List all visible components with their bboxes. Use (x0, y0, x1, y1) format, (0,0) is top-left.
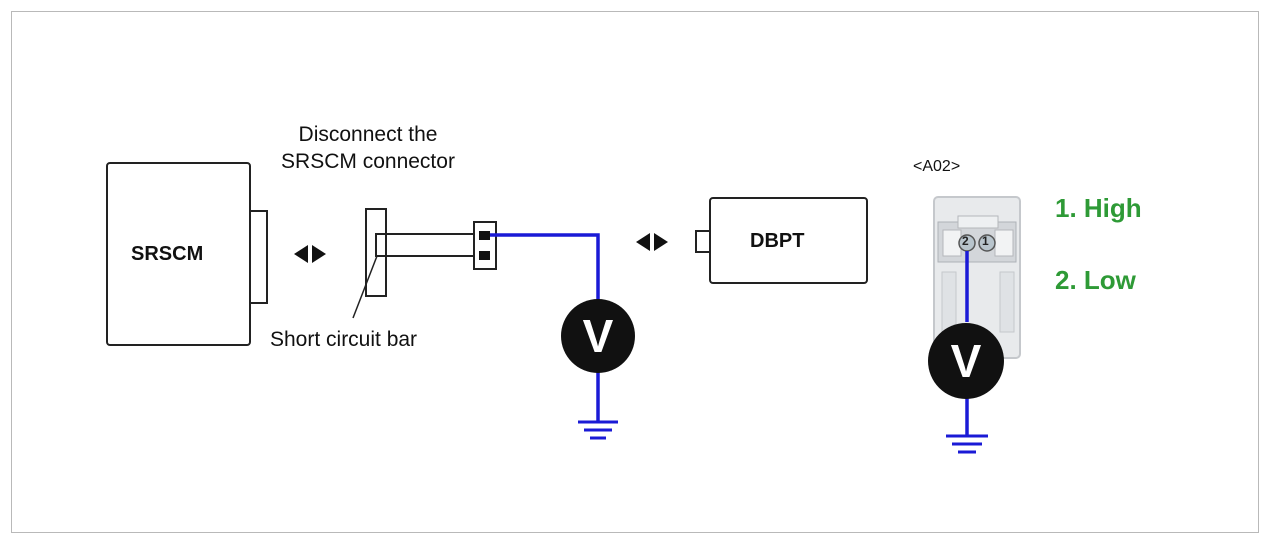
legend-low: 2. Low (1055, 265, 1136, 295)
voltmeter-symbol-right: V (950, 335, 982, 387)
voltmeter-icon-right (928, 323, 1004, 399)
disconnect-note-line1: Disconnect the (298, 123, 438, 146)
pin-1-label: 1 (982, 234, 989, 248)
short-circuit-bar-note: Short circuit bar (270, 328, 418, 351)
test-pin-low (479, 251, 490, 260)
dbpt-label: DBPT (750, 230, 805, 252)
pin-2-label: 2 (962, 234, 969, 248)
voltmeter-icon (561, 299, 635, 373)
ground-icon-right (946, 434, 988, 454)
test-pin-high (479, 231, 490, 240)
ground-icon (578, 420, 618, 440)
test-connector-end (473, 221, 497, 270)
short-circuit-bar (375, 233, 387, 257)
diagram-frame (11, 11, 1259, 533)
disconnect-arrow-icon (294, 245, 326, 263)
short-bar-leader-line (352, 255, 378, 319)
voltmeter-symbol: V (582, 310, 614, 362)
connector-id-label: <A02> (913, 158, 961, 175)
dbpt-connector-tab (695, 230, 711, 253)
disconnect-note-line2: SRSCM connector (281, 150, 455, 173)
srscm-label: SRSCM (131, 243, 204, 265)
connect-arrow-icon (636, 233, 668, 251)
disconnect-note: Disconnect the SRSCM connector (262, 121, 474, 175)
srscm-connector-tab (249, 210, 268, 304)
legend-high: 1. High (1055, 193, 1142, 223)
measure-wire-left (490, 233, 600, 300)
connector-a02-face (933, 196, 1021, 359)
pin-1-circle (978, 234, 996, 252)
